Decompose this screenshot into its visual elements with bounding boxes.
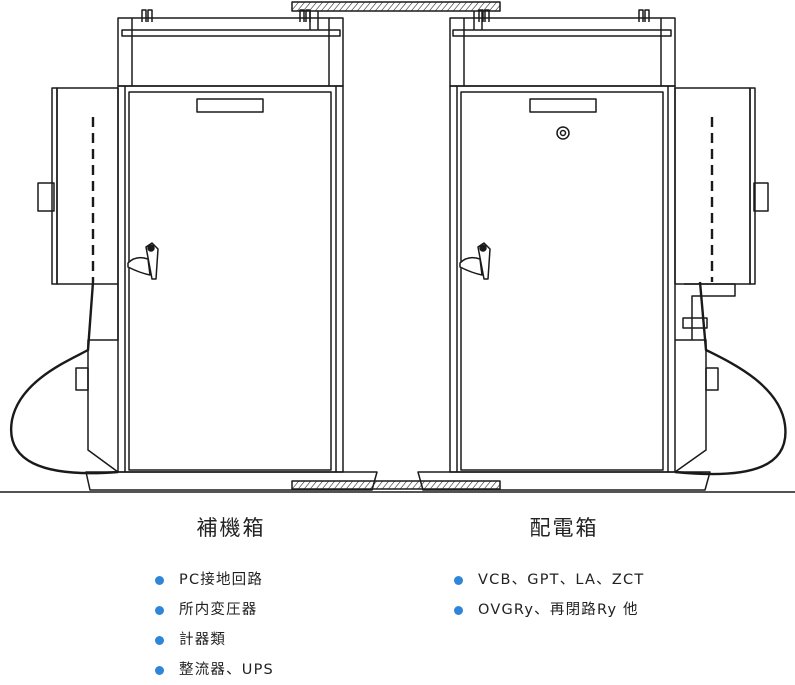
auxiliary-cabinet [9,9,378,491]
distribution-cabinet [417,9,787,491]
list-item: 整流器、UPS [153,655,274,685]
distribution-title: 配電箱 [529,516,599,540]
bullet-icon [155,636,164,645]
list-item: OVGRy、再閉路Ry 他 [452,595,644,625]
list-item-label: VCB、GPT、LA、ZCT [478,572,645,588]
auxiliary-title: 補機箱 [196,516,266,540]
list-item: 計器類 [153,625,274,655]
bullet-icon [454,576,463,585]
auxiliary-item-list: PC接地回路所内変圧器計器類整流器、UPS [153,565,274,685]
list-item-label: 所内変圧器 [179,602,258,618]
list-item: VCB、GPT、LA、ZCT [452,565,644,595]
bullet-icon [155,606,164,615]
list-item: 所内変圧器 [153,595,274,625]
bullet-icon [155,576,164,585]
bullet-icon [155,666,164,675]
top-beam [291,1,501,12]
list-item-label: OVGRy、再閉路Ry 他 [478,602,639,618]
list-item-label: 計器類 [179,632,227,648]
list-item: PC接地回路 [153,565,274,595]
bottom-beam [291,480,501,490]
list-item-label: PC接地回路 [179,572,264,588]
list-item-label: 整流器、UPS [179,662,274,678]
distribution-item-list: VCB、GPT、LA、ZCT OVGRy、再閉路Ry 他 [452,565,644,625]
bullet-icon [454,606,463,615]
